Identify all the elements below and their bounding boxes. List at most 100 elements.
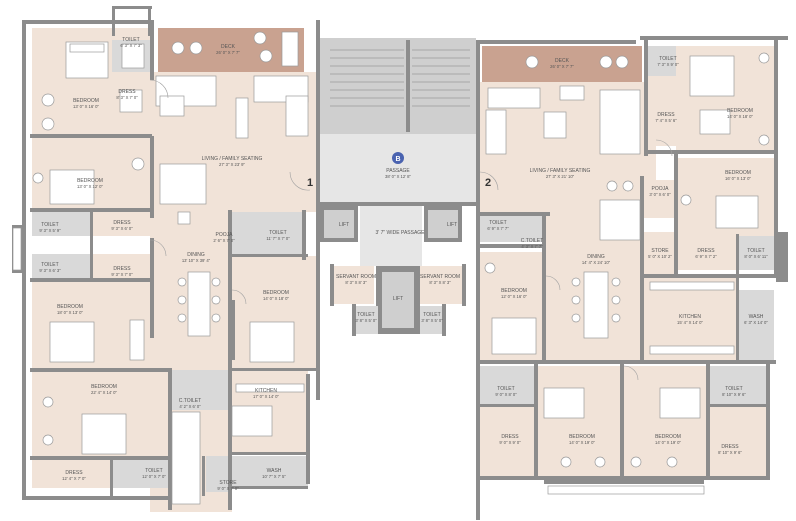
room-name: BEDROOM [655, 434, 681, 440]
room-dim: 14' 0" X 19' 0" [655, 440, 682, 445]
room-name: DINING [187, 252, 205, 258]
room-dim: 8' 0" X 6' 11" [744, 254, 768, 259]
room-dim: 8' 3" X 8' 3" [345, 280, 367, 285]
room-name: TOILET [122, 37, 139, 43]
room-name: TOILET [659, 56, 676, 62]
room-name: TOILET [725, 386, 742, 392]
room-dim: 16' 0" X 13' 0" [725, 176, 752, 181]
room-dim: 9' 3" X 6' 3" [39, 268, 61, 273]
room-dim: 6' 3" X 7' 3" [120, 43, 142, 48]
room-name: C.TOILET [179, 398, 201, 404]
room-name: LIFT [393, 296, 403, 302]
room-dim: 6' 9" X 7' 7" [487, 226, 509, 231]
room-dim: 17' 0" X 14' 0" [253, 394, 280, 399]
room-dim: 3' 0" X 6' 0" [649, 192, 671, 197]
room-dim: 4' 3" X 7' 7" [521, 244, 543, 249]
room-dim: 5' 0" X 10' 2" [648, 254, 672, 259]
room-dim: 26' 0" X 7' 7" [550, 64, 574, 69]
room-dim: 26' 0" X 7' 7" [216, 50, 240, 55]
room-name: TOILET [145, 468, 162, 474]
room-name: BEDROOM [263, 290, 289, 296]
room-dim: 27' 3" X 23' 9" [219, 162, 246, 167]
room-dim: 13' 0" X 12' 0" [77, 184, 104, 189]
room-name: DRESS [118, 89, 136, 95]
room-name: BEDROOM [725, 170, 751, 176]
left-unit: TOILET 6' 3" X 7' 3" DRESS 8' 3" X 7' 0"… [12, 6, 320, 512]
room-name: TOILET [747, 248, 764, 254]
room-name: WASH [749, 314, 764, 320]
room-name: KITCHEN [255, 388, 277, 394]
room-dim: 3' 8" X 5' 0" [421, 318, 443, 323]
room-name: STORE [651, 248, 669, 254]
room-dim: 14' 4" X 24' 10" [582, 260, 611, 265]
room-dim: 14' 0" X 19' 0" [569, 440, 596, 445]
room-dim: 18' 0" X 13' 0" [57, 310, 84, 315]
room-dim: 13' 0" X 16' 0" [73, 104, 100, 109]
room-dim: 6' 3" X 14' 0" [744, 320, 768, 325]
room-dim: 9' 3" X 6' 0" [111, 226, 133, 231]
room-dim: 9' 0" X 8' 0" [495, 392, 517, 397]
room-name: BEDROOM [77, 178, 103, 184]
room-name: LIFT [339, 222, 349, 228]
room-dim: 11' 7" X 7' 0" [266, 236, 290, 241]
room-name: TOILET [489, 220, 506, 226]
room-name: LIFT [447, 222, 457, 228]
room-dim: 8' 3" X 8' 3" [429, 280, 451, 285]
room-name: LIVING / FAMILY SEATING [530, 168, 591, 174]
room-name: BEDROOM [91, 384, 117, 390]
room-name: C.TOILET [521, 238, 543, 244]
room-dim: 14' 0" X 18' 0" [727, 114, 754, 119]
room-name: TOILET [269, 230, 286, 236]
room-dim: 6' 9" X 7' 2" [695, 254, 717, 259]
room-dim: 8' 10" X 9' 6" [722, 392, 746, 397]
room-dim: 10' 7" X 7' 5" [262, 474, 286, 479]
room-name: SERVANT ROOM [420, 274, 460, 280]
core-badge [392, 152, 404, 164]
room-dim: 8' 3" X 7' 0" [116, 95, 138, 100]
core-badge-label: B [395, 156, 400, 163]
room-name: BEDROOM [569, 434, 595, 440]
room-dim: 9' 0" X 7' 0" [217, 486, 239, 491]
room-dim: 14' 0" X 18' 0" [263, 296, 290, 301]
room-name: DECK [555, 58, 570, 64]
room-name: TOILET [423, 312, 440, 318]
room-name: BEDROOM [501, 288, 527, 294]
room-name: DRESS [113, 220, 131, 226]
room-name: POOJA [652, 186, 670, 192]
room-name: POOJA [216, 232, 234, 238]
room-name: PASSAGE [386, 168, 410, 174]
room-dim: 12' 4" X 7' 0" [62, 476, 86, 481]
room-name: DRESS [113, 266, 131, 272]
room-name: WASH [267, 468, 282, 474]
room-name: DRESS [721, 444, 739, 450]
room-dim: 2' 6" X 7' 0" [213, 238, 235, 243]
room-dim: 15' 4" X 14' 0" [677, 320, 704, 325]
room-dim: 27' 3" X 21' 10" [546, 174, 575, 179]
room-name: 3' 7" WIDE PASSAGE [375, 230, 425, 236]
room-name: DRESS [501, 434, 519, 440]
room-name: TOILET [41, 222, 58, 228]
room-dim: 12' 0" X 7' 0" [142, 474, 166, 479]
unit-number-left: 1 [307, 177, 313, 189]
room-name: DRESS [697, 248, 715, 254]
room-name: TOILET [357, 312, 374, 318]
room-name: BEDROOM [73, 98, 99, 104]
room-name: TOILET [41, 262, 58, 268]
room-name: LIVING / FAMILY SEATING [202, 156, 263, 162]
room-dim: 8' 10" X 9' 6" [718, 450, 742, 455]
room-name: BEDROOM [727, 108, 753, 114]
room-dim: 7' 4" X 5' 6" [655, 118, 677, 123]
unit-number-right: 2 [485, 177, 491, 189]
room-dim: 12' 0" X 16' 0" [501, 294, 528, 299]
room-dim: 7' 3" X 9' 0" [657, 62, 679, 67]
room-name: DECK [221, 44, 236, 50]
room-name: SERVANT ROOM [336, 274, 376, 280]
room-dim: 13' 10" X 39' 4" [182, 258, 211, 263]
room-name: DRESS [65, 470, 83, 476]
room-dim: 22' 4" X 14' 0" [91, 390, 118, 395]
room-dim: 9' 0" X 9' 0" [499, 440, 521, 445]
room-dim: 3' 8" X 5' 0" [355, 318, 377, 323]
room-dim: 4' 2" X 6' 0" [179, 404, 201, 409]
room-name: STORE [219, 480, 237, 486]
